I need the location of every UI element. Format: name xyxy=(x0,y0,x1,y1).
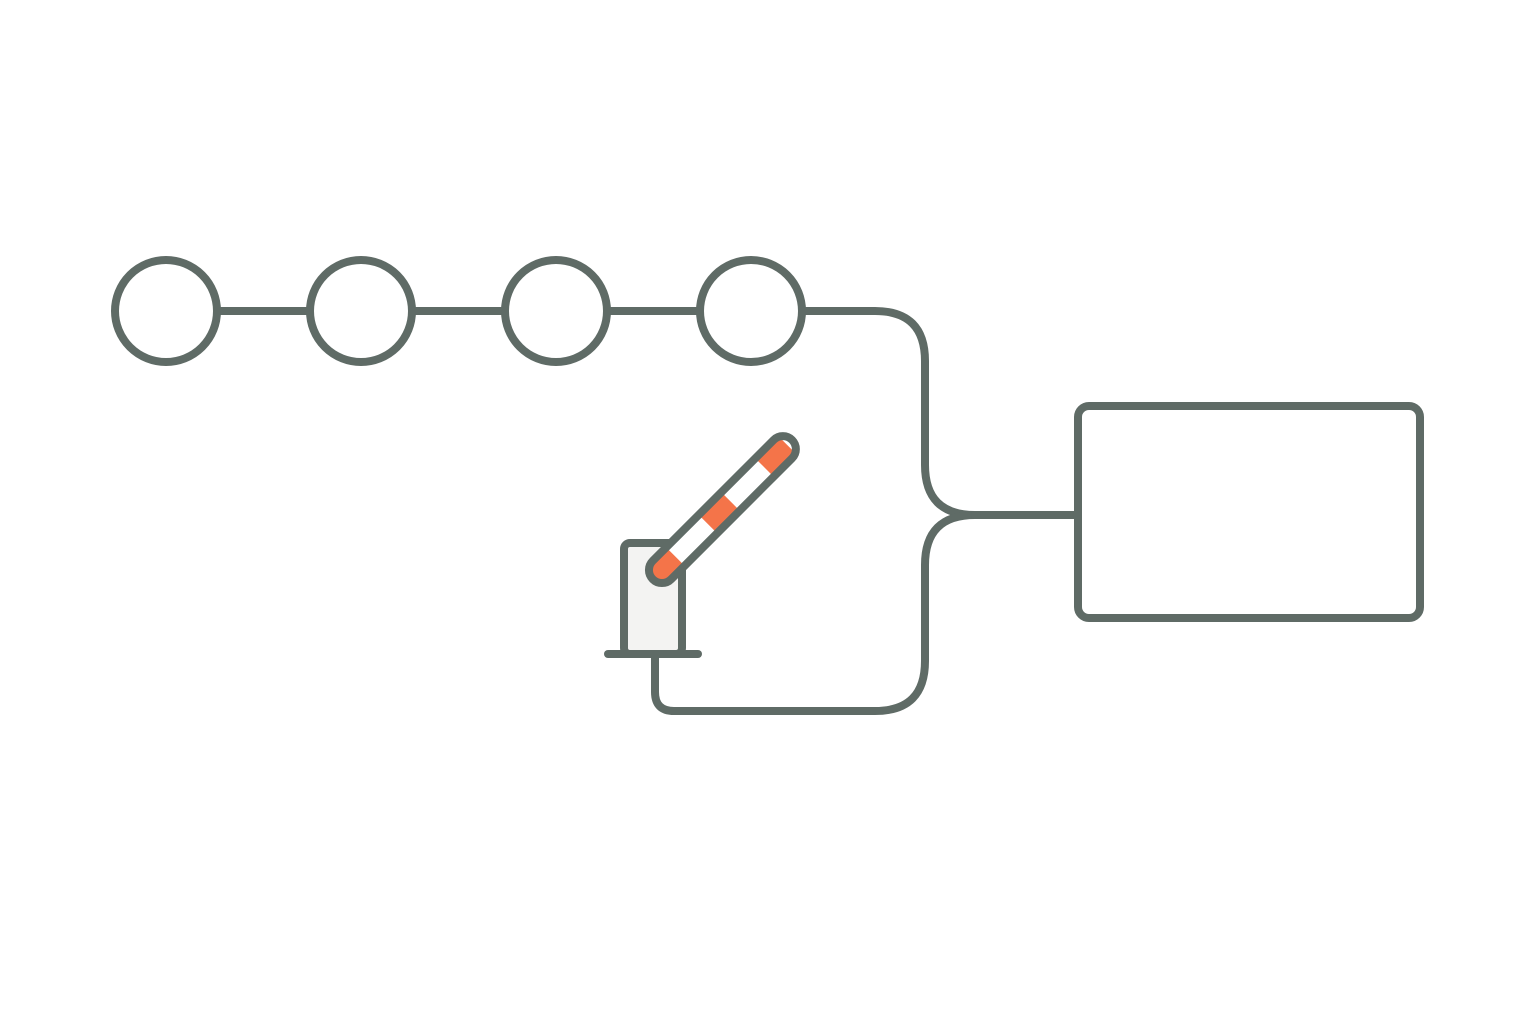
barrier-arm-outline xyxy=(644,432,800,588)
connector-4-to-merge xyxy=(799,307,979,519)
node-1 xyxy=(111,256,221,366)
barrier-stripe-2 xyxy=(698,492,740,534)
connector-lines xyxy=(213,307,1082,715)
connector-barrier-to-merge xyxy=(651,511,979,715)
node-3 xyxy=(501,256,611,366)
barrier-arm xyxy=(643,432,800,589)
node-2 xyxy=(306,256,416,366)
barrier-gate-icon xyxy=(604,432,800,658)
barrier-stripe-3 xyxy=(755,435,797,477)
node-4 xyxy=(696,256,806,366)
node-chain xyxy=(111,256,806,366)
target-box xyxy=(1074,402,1424,622)
